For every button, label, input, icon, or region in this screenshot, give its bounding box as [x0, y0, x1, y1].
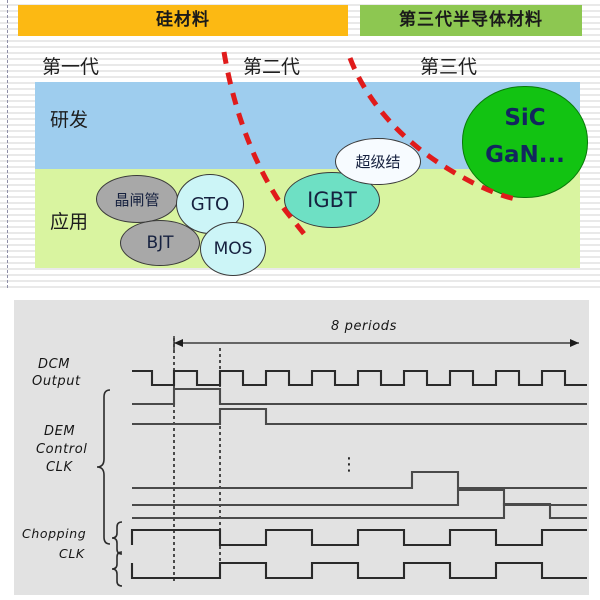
- waveform-dem-3: [132, 470, 587, 490]
- generation-label-first: 第一代: [42, 56, 100, 78]
- signal-label-chopping-line2: CLK: [59, 546, 86, 561]
- waveform-dem-5: [132, 502, 587, 520]
- signal-label-dcm-line2: Output: [32, 374, 81, 389]
- band-label-application: 应用: [50, 211, 89, 233]
- generation-label-second: 第二代: [243, 56, 301, 78]
- banner-third-gen-semiconductor: 第三代半导体材料: [360, 5, 582, 36]
- blob-label-gan: GaN...: [485, 142, 565, 168]
- waveform-ellipsis: ⋮: [340, 454, 358, 475]
- waveform-dcm-output: [132, 369, 587, 387]
- blob-sic-gan: SiC GaN...: [462, 86, 588, 198]
- waveform-chopping-clk-2: [130, 561, 587, 580]
- bubble-mos: MOS: [200, 222, 266, 276]
- timing-diagram: DCM Output DEM Control CLK Chopping CLK …: [22, 319, 587, 587]
- signal-label-dcm-line1: DCM: [38, 357, 70, 372]
- period-arrow-head-left: [174, 339, 183, 347]
- divider-line-gen2-gen3: [347, 57, 521, 203]
- signal-label-dem-line3: CLK: [46, 460, 74, 475]
- brace-chopping-upper: [111, 521, 123, 555]
- waveform-dem-1: [132, 387, 587, 406]
- generation-divider-lines: [221, 51, 521, 237]
- period-annotation-label: 8 periods: [331, 319, 397, 334]
- waveform-chopping-clk-1: [130, 528, 587, 547]
- timing-diagram-panel: DCM Output DEM Control CLK Chopping CLK …: [14, 300, 589, 595]
- divider-line-gen1-gen2: [221, 51, 307, 237]
- waveform-dem-4: [132, 488, 587, 507]
- generation-label-third: 第三代: [420, 56, 478, 78]
- waveform-dem-2: [132, 407, 587, 426]
- banner-silicon-material: 硅材料: [18, 5, 348, 36]
- panel-left-guide: [7, 0, 8, 288]
- blob-label-sic: SiC: [504, 105, 546, 131]
- bubble-bjt: BJT: [120, 220, 200, 266]
- bubble-super-junction: 超级结: [335, 138, 421, 185]
- signal-label-chopping-line1: Chopping: [22, 526, 86, 541]
- band-label-research-development: 研发: [50, 109, 89, 131]
- period-arrow-head-right: [570, 339, 579, 347]
- signal-label-dem-line2: Control: [36, 442, 87, 457]
- brace-dem-control-clk: [96, 389, 111, 545]
- semiconductor-generations-panel: 硅材料 第三代半导体材料 第一代 第二代 第三代 研发 应用 SiC GaN..…: [0, 0, 600, 288]
- signal-label-dem-line1: DEM: [44, 424, 75, 439]
- brace-chopping-lower: [111, 551, 123, 587]
